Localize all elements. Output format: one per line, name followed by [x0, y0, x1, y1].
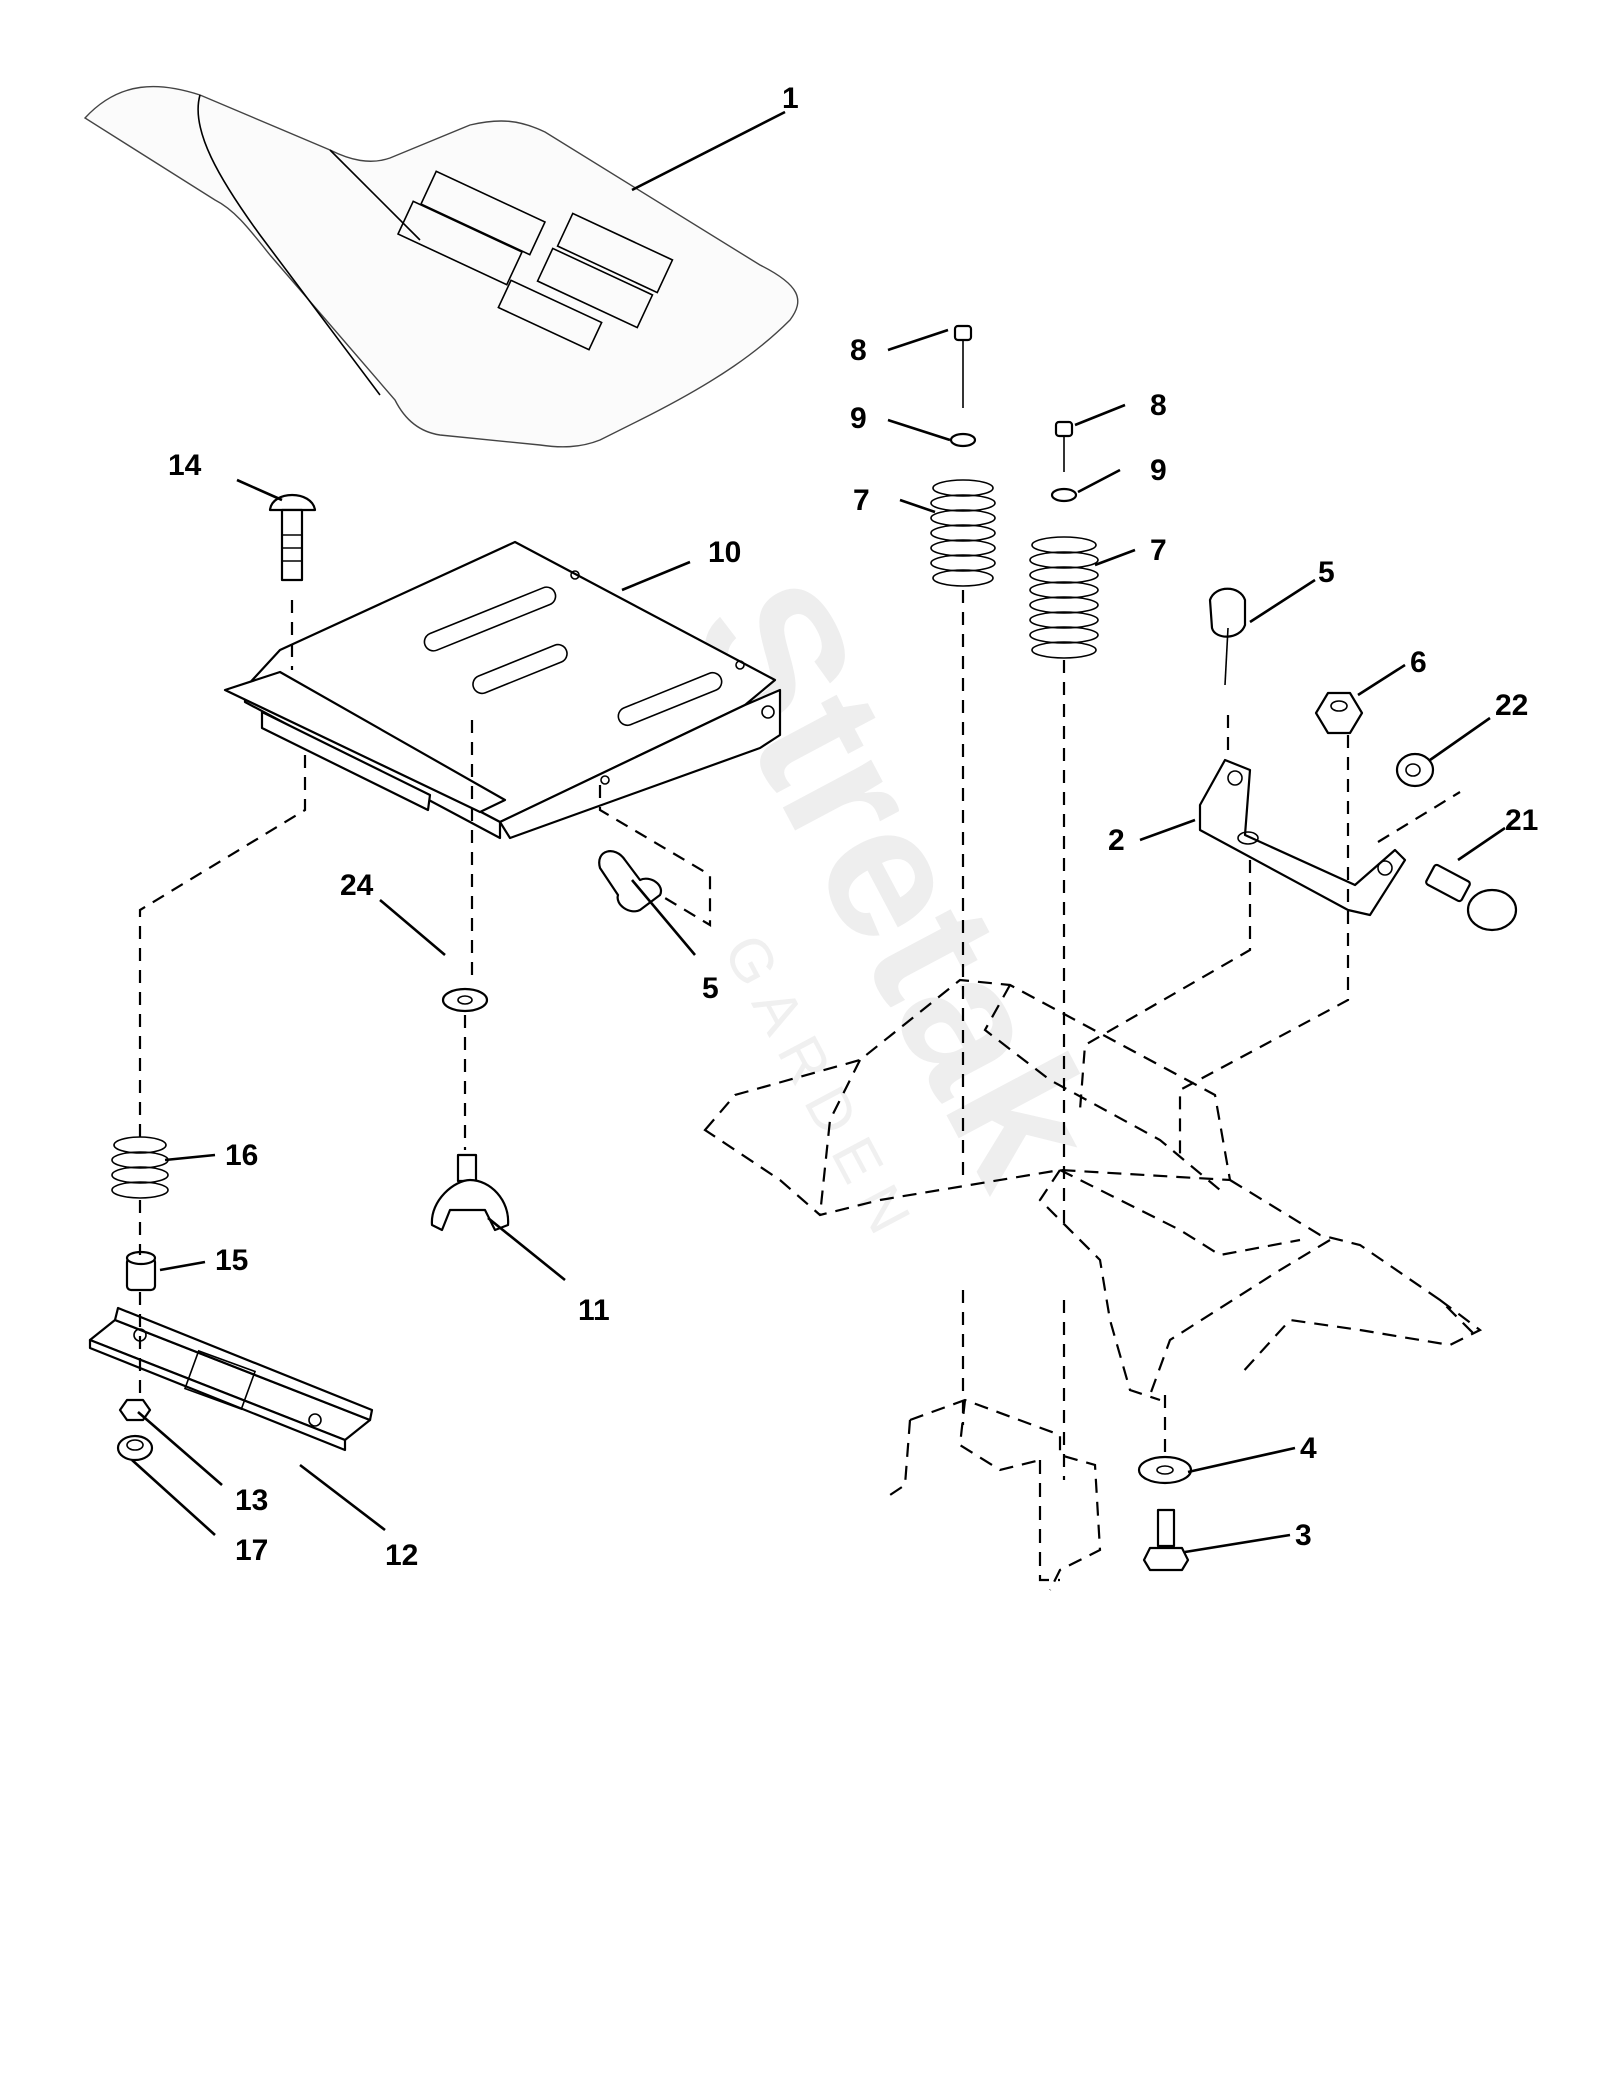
bolt-part-8b	[1054, 420, 1074, 472]
tractor-frame	[703, 978, 1483, 1591]
callout-9-right: 9	[1150, 454, 1167, 487]
callout-8-left: 8	[850, 334, 867, 367]
spring-part-16	[111, 1136, 169, 1199]
washer-part-24	[441, 987, 489, 1013]
callout-3: 3	[1295, 1519, 1312, 1552]
mounting-plate-part	[88, 1306, 374, 1452]
spring-part-7a	[930, 479, 996, 587]
spring-part-7b	[1029, 536, 1099, 659]
callout-21: 21	[1505, 804, 1538, 837]
callout-2: 2	[1108, 824, 1125, 857]
knob-part	[430, 1153, 510, 1232]
callout-8-right: 8	[1150, 389, 1167, 422]
callout-9-left: 9	[850, 402, 867, 435]
callout-1: 1	[782, 82, 799, 115]
seat-pan-part	[223, 540, 782, 840]
callout-7-left: 7	[853, 484, 870, 517]
callout-15: 15	[215, 1244, 248, 1277]
callout-7-right: 7	[1150, 534, 1167, 567]
lock-nut-part	[1314, 691, 1364, 735]
shoulder-bolt-part	[1425, 863, 1518, 932]
washer-hole-24	[457, 995, 473, 1005]
carriage-bolt-part	[268, 494, 317, 582]
callout-6: 6	[1410, 646, 1427, 679]
callout-11: 11	[578, 1294, 610, 1327]
spacer-part	[125, 1250, 157, 1292]
watermark-brand: Stretak	[651, 548, 1141, 1217]
bracket-part	[1198, 758, 1407, 917]
bolt-part-8a	[953, 324, 973, 408]
callout-22: 22	[1495, 689, 1528, 722]
callout-4: 4	[1300, 1432, 1317, 1465]
clip-part-right	[1208, 587, 1247, 686]
leader-lines	[131, 110, 1506, 1554]
callout-13: 13	[235, 1484, 268, 1517]
callout-12: 12	[385, 1539, 418, 1572]
callout-5-left: 5	[702, 972, 719, 1005]
seat-part	[83, 85, 799, 448]
callout-10: 10	[708, 536, 741, 569]
nut-part-22	[1395, 752, 1435, 788]
callout-5-right: 5	[1318, 556, 1335, 589]
washer-part-9a	[949, 432, 977, 448]
washer-part-9b	[1050, 487, 1078, 503]
hex-bolt-part	[1142, 1508, 1190, 1572]
washer-part-4	[1137, 1455, 1193, 1485]
callout-14: 14	[168, 449, 202, 482]
assembly-lines	[138, 590, 1461, 1480]
callout-17: 17	[235, 1534, 268, 1567]
callout-labels: 1 2 3 4 5 5 6 7 7 8 8 9 9 10 11 12 13 14…	[168, 82, 1538, 1572]
callout-16: 16	[225, 1139, 258, 1172]
nut-part-17	[116, 1434, 154, 1462]
washer-hole-4	[1156, 1465, 1174, 1475]
callout-24: 24	[340, 869, 374, 902]
